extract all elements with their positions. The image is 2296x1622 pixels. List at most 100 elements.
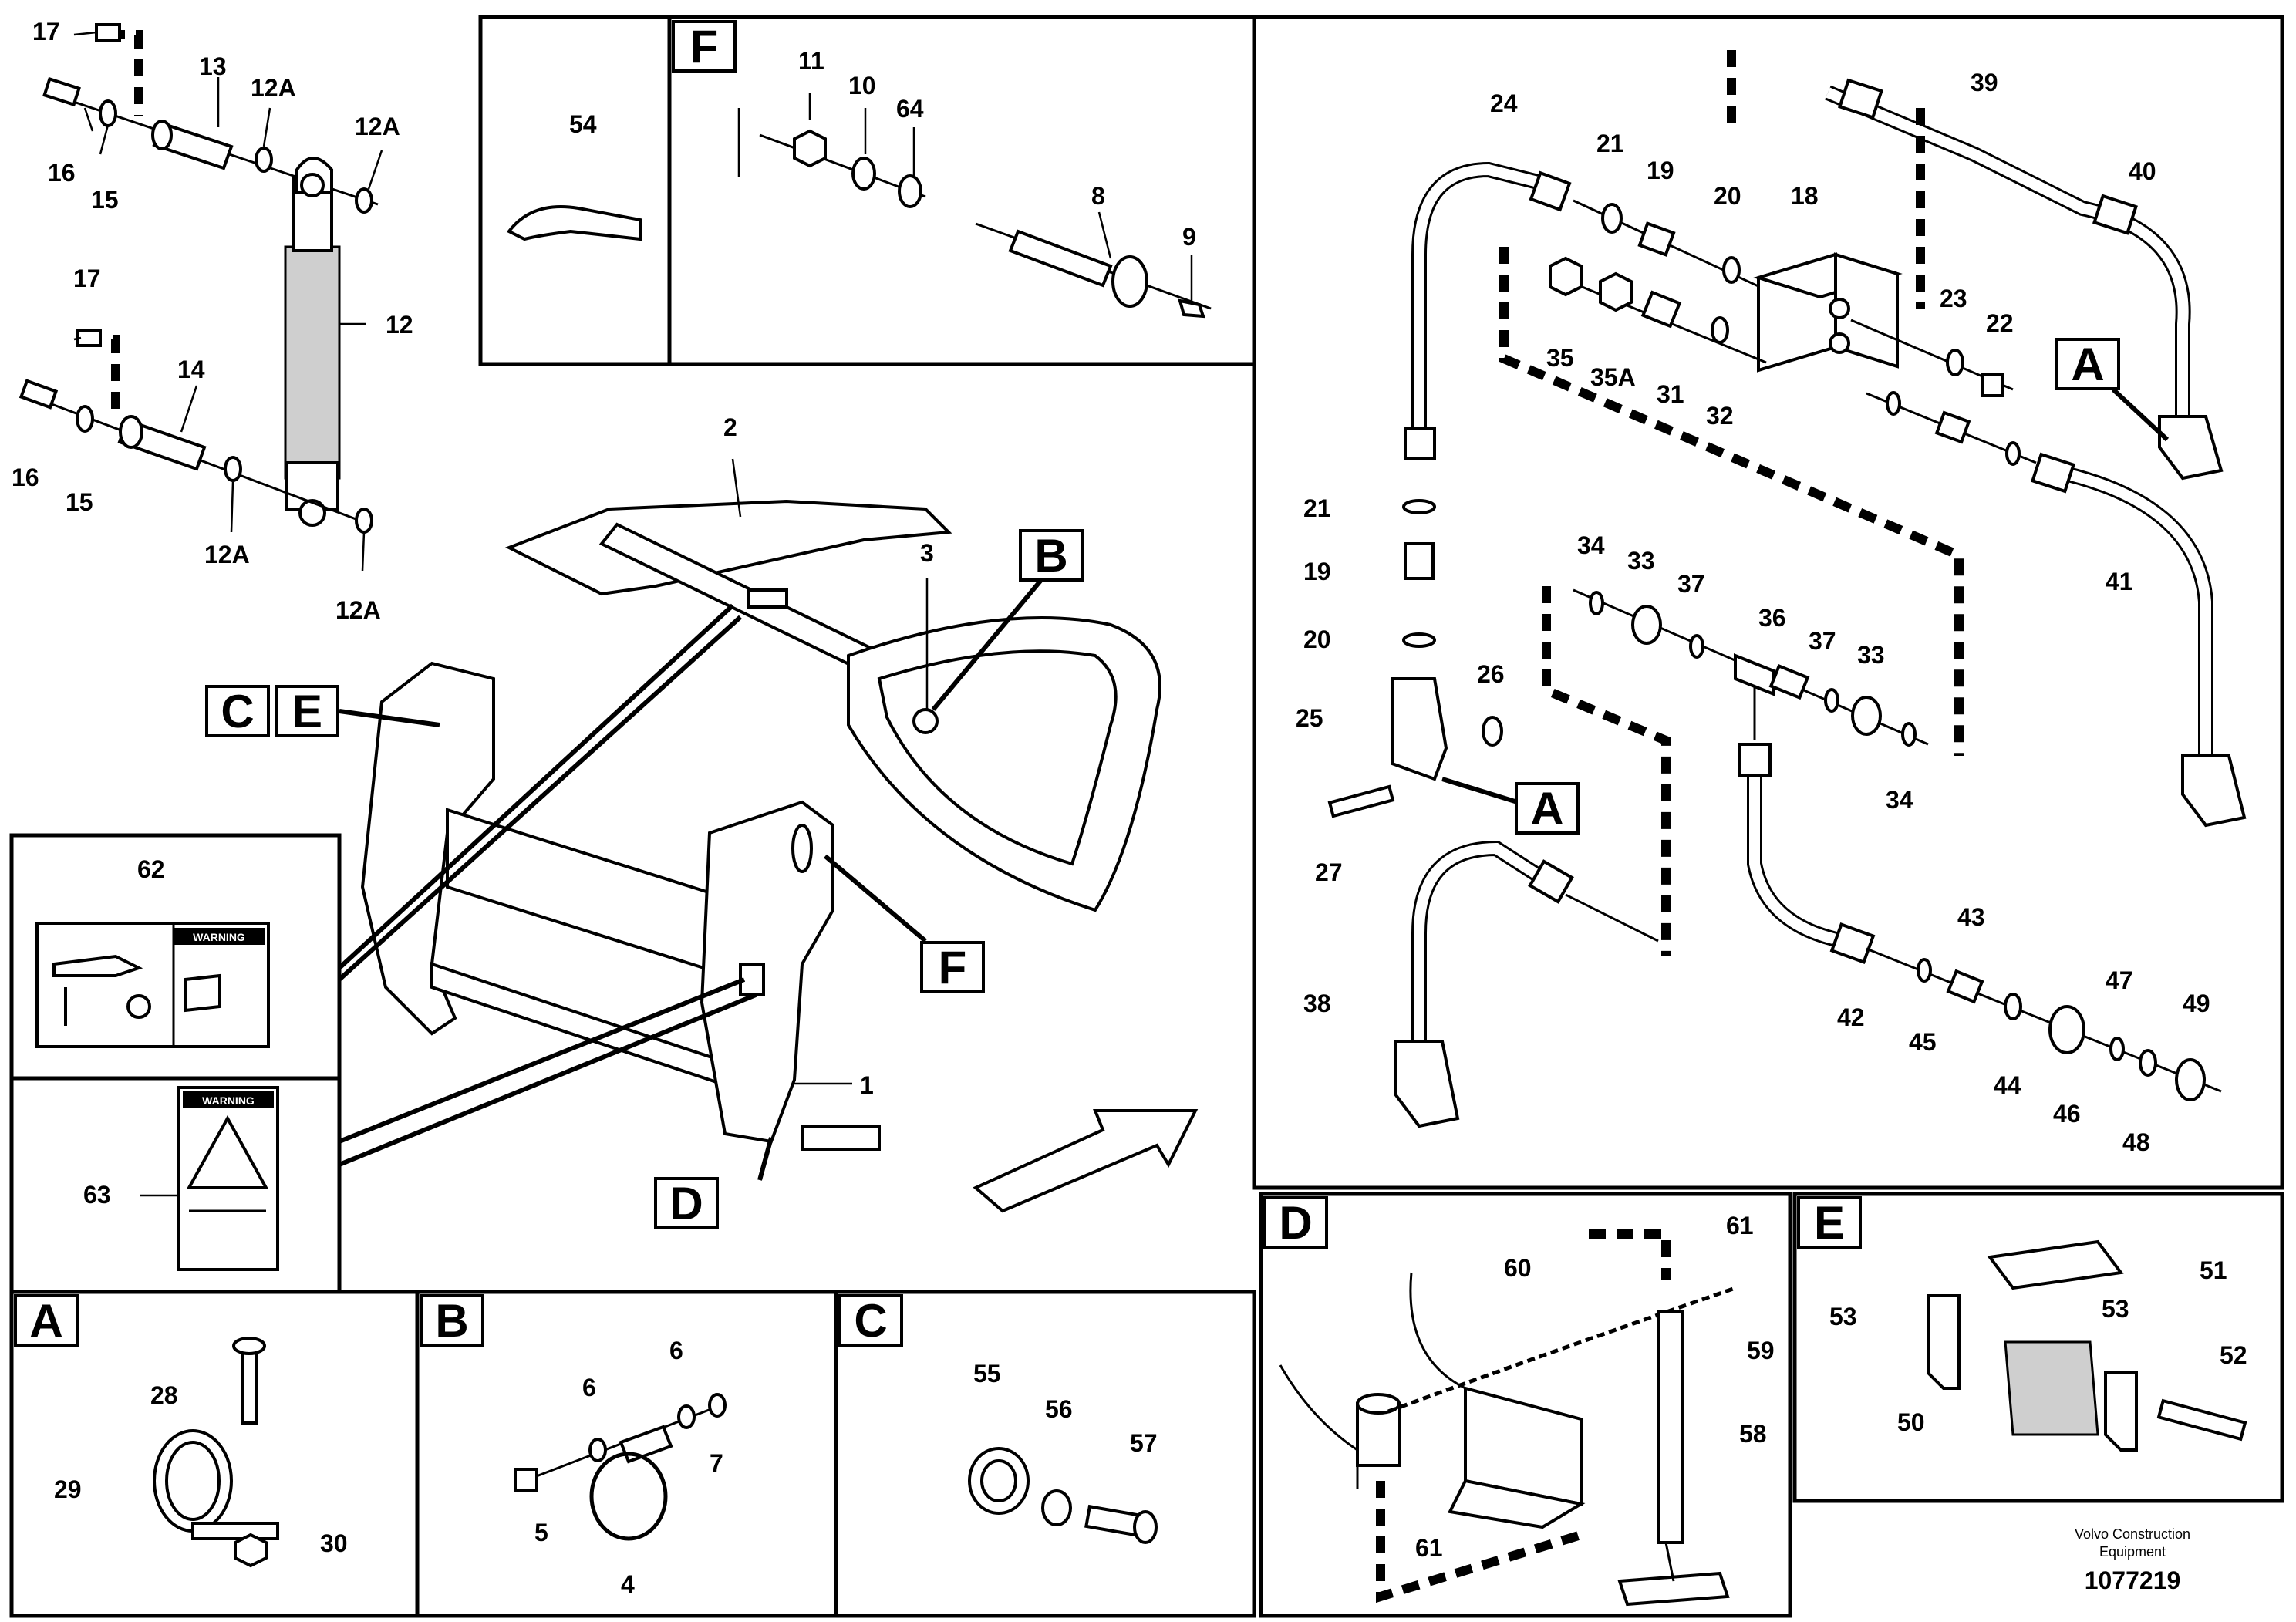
callout-29: 29 xyxy=(54,1475,82,1503)
callout-57: 57 xyxy=(1130,1429,1158,1457)
callout-31: 31 xyxy=(1657,380,1684,408)
callout-5: 5 xyxy=(534,1519,548,1546)
brand-line-1: Volvo Construction xyxy=(2075,1526,2190,1542)
ref-box-a-lower: A xyxy=(1530,783,1563,835)
callout-58: 58 xyxy=(1739,1420,1767,1448)
callout-27: 27 xyxy=(1315,858,1343,886)
callout-46: 46 xyxy=(2053,1100,2081,1128)
panel-frames xyxy=(9,15,2284,1618)
callout-55: 55 xyxy=(973,1360,1001,1388)
callout-50: 50 xyxy=(1897,1408,1925,1436)
callout-26: 26 xyxy=(1477,660,1505,688)
panel-header-d: D xyxy=(1279,1197,1312,1249)
panel-a-contents xyxy=(153,1337,279,1568)
callout-12a-4: 12A xyxy=(335,596,381,624)
callout-20a: 20 xyxy=(1714,182,1741,210)
callout-2: 2 xyxy=(723,413,737,441)
callout-36: 36 xyxy=(1758,604,1786,632)
callout-61a: 61 xyxy=(1726,1212,1754,1239)
callout-62: 62 xyxy=(137,855,165,883)
callout-47: 47 xyxy=(2106,966,2133,994)
callout-24: 24 xyxy=(1490,89,1518,117)
callout-43: 43 xyxy=(1957,903,1985,931)
callout-59: 59 xyxy=(1747,1337,1775,1364)
decal-62: WARNING xyxy=(35,922,270,1048)
callout-15a: 15 xyxy=(91,186,119,214)
callout-54: 54 xyxy=(569,110,597,138)
callout-35a: 35A xyxy=(1590,363,1636,391)
callout-17b: 17 xyxy=(73,265,101,292)
callout-44: 44 xyxy=(1994,1071,2021,1099)
panel-e-contents xyxy=(1927,1239,2247,1452)
callout-16b: 16 xyxy=(12,464,39,491)
callout-19b: 19 xyxy=(1303,558,1331,585)
box-labels: C E B F D A A F A B C D E xyxy=(14,20,2120,1347)
footer: Volvo Construction Equipment 1077219 xyxy=(2075,1526,2190,1594)
warning-62-text: WARNING xyxy=(193,931,245,943)
hydraulic-panel xyxy=(1327,50,2247,1128)
callout-30: 30 xyxy=(320,1529,348,1557)
callout-18: 18 xyxy=(1791,182,1819,210)
callout-37a: 37 xyxy=(1677,570,1705,598)
ref-box-c: C xyxy=(221,686,254,737)
callout-33b: 33 xyxy=(1857,641,1885,669)
callout-22: 22 xyxy=(1986,309,2014,337)
callout-52: 52 xyxy=(2220,1341,2247,1369)
callout-37b: 37 xyxy=(1809,627,1836,655)
ref-box-b: B xyxy=(1034,530,1067,582)
callout-11: 11 xyxy=(798,47,824,75)
callout-51: 51 xyxy=(2200,1256,2227,1284)
callout-60: 60 xyxy=(1504,1254,1532,1282)
callout-61b: 61 xyxy=(1415,1534,1443,1562)
leader-lines xyxy=(73,31,2170,1197)
callout-35: 35 xyxy=(1546,344,1574,372)
callout-53b: 53 xyxy=(2102,1295,2129,1323)
callout-56: 56 xyxy=(1045,1395,1073,1423)
panel-header-a: A xyxy=(29,1295,62,1347)
callout-25: 25 xyxy=(1296,704,1323,732)
panel-c-contents xyxy=(968,1447,1158,1544)
callout-1: 1 xyxy=(860,1071,874,1099)
callout-6b: 6 xyxy=(669,1337,683,1364)
ref-box-d: D xyxy=(669,1178,703,1229)
part-callouts: 17 13 12A 12A 16 15 12 17 14 16 15 12A 1… xyxy=(12,18,2247,1598)
callout-13: 13 xyxy=(199,52,227,80)
callout-3: 3 xyxy=(920,539,934,567)
callout-21a: 21 xyxy=(1596,130,1624,157)
panel-header-e: E xyxy=(1814,1197,1845,1249)
cylinder-assembly xyxy=(19,23,379,534)
callout-12a-1: 12A xyxy=(251,74,296,102)
callout-34a: 34 xyxy=(1577,531,1605,559)
callout-12a-2: 12A xyxy=(355,113,400,140)
callout-49: 49 xyxy=(2183,990,2210,1017)
callout-8: 8 xyxy=(1091,182,1105,210)
callout-33a: 33 xyxy=(1627,547,1655,575)
panel-d-contents xyxy=(1279,1229,1736,1607)
callout-7: 7 xyxy=(710,1449,723,1477)
callout-16a: 16 xyxy=(48,159,76,187)
callout-9: 9 xyxy=(1182,223,1196,251)
ref-box-a-upper: A xyxy=(2071,339,2104,390)
callout-40: 40 xyxy=(2129,157,2156,185)
callout-19a: 19 xyxy=(1647,157,1674,184)
callout-32: 32 xyxy=(1706,402,1734,430)
decal-63: WARNING xyxy=(177,1086,279,1271)
callout-39: 39 xyxy=(1971,69,1998,96)
panel-header-c: C xyxy=(854,1295,887,1347)
callout-23: 23 xyxy=(1940,285,1967,312)
callout-38: 38 xyxy=(1303,990,1331,1017)
callout-42: 42 xyxy=(1837,1003,1865,1031)
panel-b-contents xyxy=(514,1393,727,1541)
callout-4: 4 xyxy=(621,1570,635,1598)
callout-64: 64 xyxy=(896,95,924,123)
callout-41: 41 xyxy=(2106,568,2133,595)
callout-45: 45 xyxy=(1909,1028,1937,1056)
callout-15b: 15 xyxy=(66,488,93,516)
brand-line-2: Equipment xyxy=(2099,1544,2166,1560)
callout-6a: 6 xyxy=(582,1374,596,1401)
callout-28: 28 xyxy=(150,1381,178,1409)
callout-10: 10 xyxy=(848,72,876,99)
ref-box-e: E xyxy=(292,686,322,737)
panel-header-b: B xyxy=(435,1295,468,1347)
